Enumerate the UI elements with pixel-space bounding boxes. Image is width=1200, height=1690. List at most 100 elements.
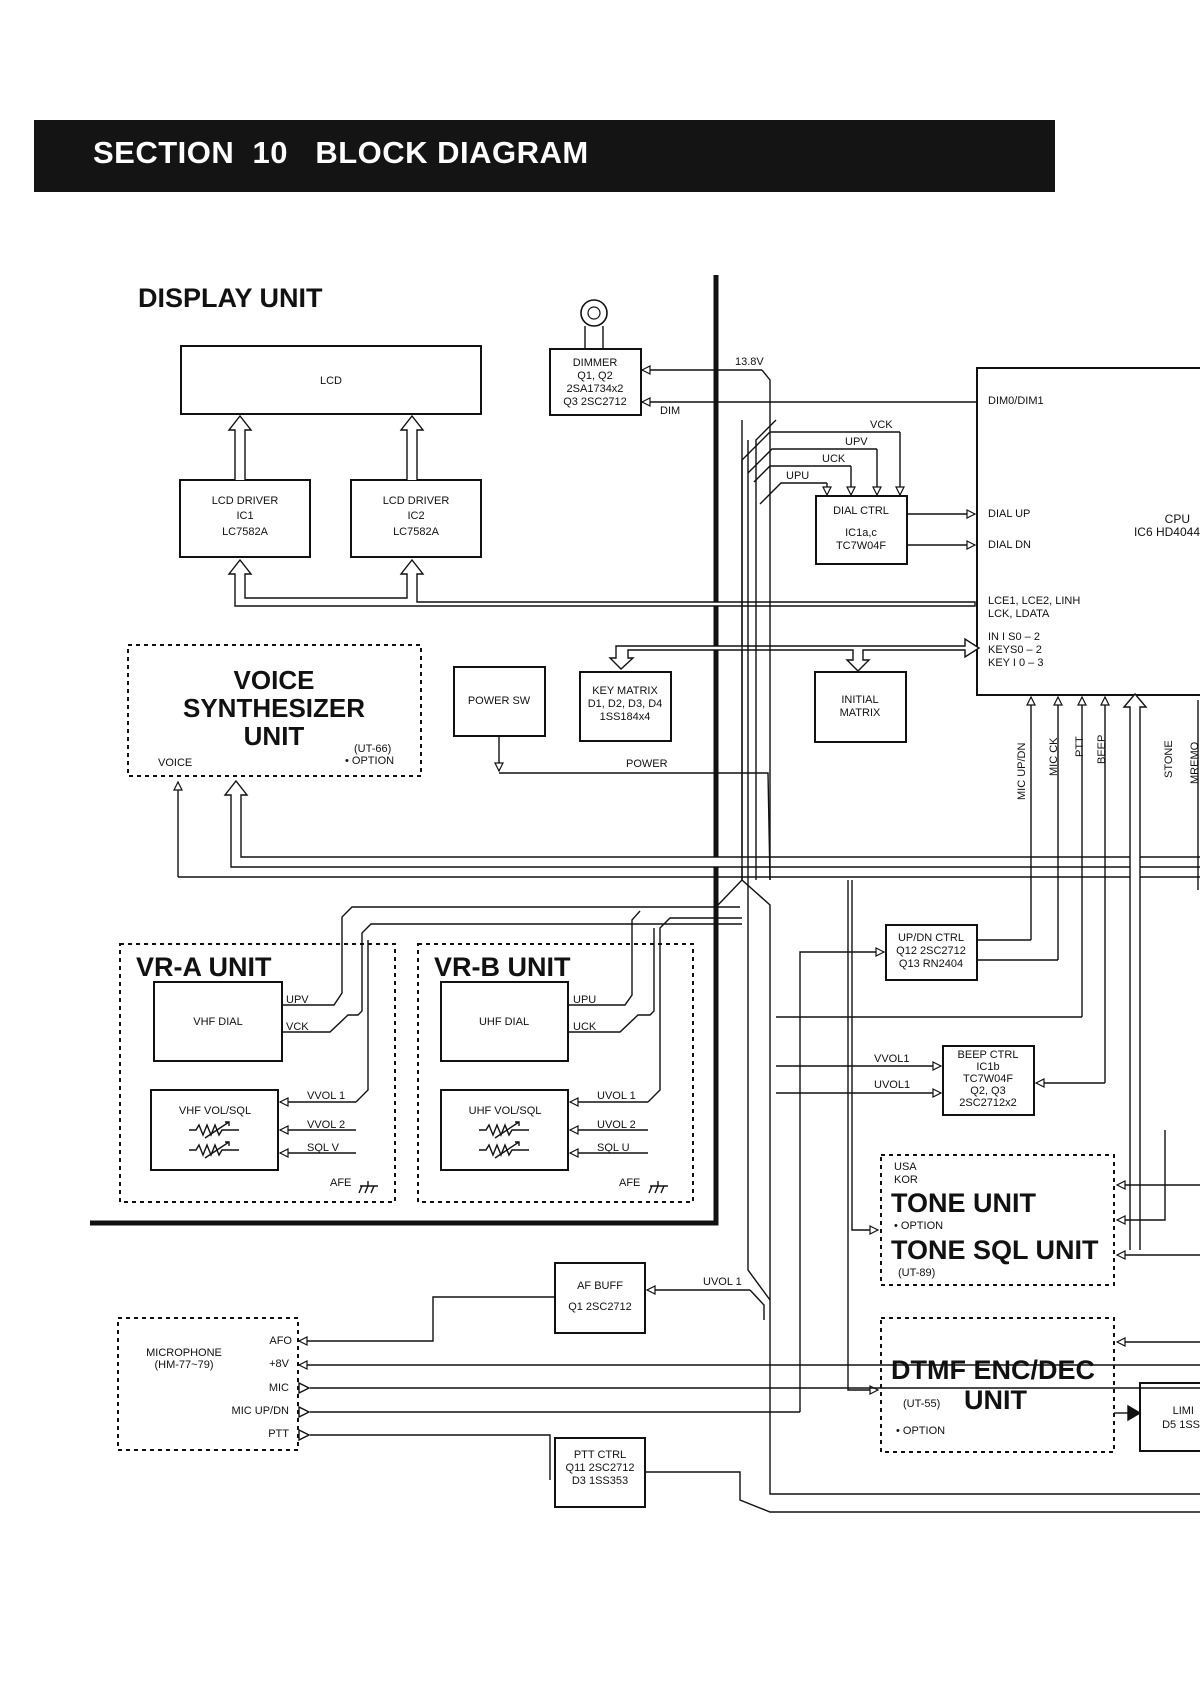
dtmf-unit-title1: DTMF ENC/DEC: [891, 1355, 1095, 1385]
vhf-vol-resistor-icon: [189, 1121, 239, 1139]
uhf-sql-resistor-icon: [479, 1141, 529, 1159]
dial-lamp-filament-icon: [587, 306, 601, 320]
afe-ground-icon-b: [648, 1181, 668, 1194]
limiter-line2: D5 1SS: [1162, 1419, 1200, 1431]
section-header-bar: [34, 120, 1055, 192]
cpu-port-ins: IN I S0 – 2: [988, 631, 1040, 643]
trunk-13v8: [761, 369, 771, 880]
microphone-frame: [117, 1317, 299, 1451]
cpu-port-keys: KEYS0 – 2: [988, 644, 1042, 656]
dial-ctrl-line2: IC1a,c: [845, 527, 877, 539]
vra-pin-afe: AFE: [330, 1177, 351, 1189]
microphone-line2: (HM-77~79): [155, 1359, 214, 1371]
display-unit-title: DISPLAY UNIT: [138, 283, 323, 313]
vr-a-title: VR-A UNIT: [136, 952, 272, 982]
vrb-pin-uvol1: UVOL 1: [597, 1090, 636, 1102]
voice-title-2: SYNTHESIZER: [183, 693, 365, 723]
dtmf-unit-frame: [880, 1317, 1115, 1453]
uhf-vol-resistor-icon: [479, 1121, 529, 1139]
lcd-label: LCD: [320, 375, 342, 387]
key-matrix-line3: 1SS184x4: [600, 711, 651, 723]
signal-uck: UCK: [822, 453, 846, 465]
signal-13v8-label: 13.8V: [735, 356, 764, 368]
mic-pin-8v: +8V: [269, 1358, 290, 1370]
bus-to-voice-unit: [223, 779, 1200, 868]
initial-matrix-line2: MATRIX: [840, 707, 881, 719]
voice-title-3: UNIT: [244, 721, 305, 751]
initial-matrix-line1: INITIAL: [841, 694, 878, 706]
cpu-port-dim: DIM0/DIM1: [988, 395, 1044, 407]
dimmer-block: [549, 348, 642, 416]
lcd-driver-2-line1: LCD DRIVER: [383, 495, 450, 507]
cpu-port-mremo: MREMO: [1189, 741, 1200, 784]
wire-ptt-ctrl-out: [645, 1471, 1200, 1513]
trunk-2: [747, 440, 771, 1301]
cpu-port-dial-up: DIAL UP: [988, 508, 1030, 520]
af-buff-line1: AF BUFF: [577, 1280, 623, 1292]
updn-ctrl-line3: Q13 RN2404: [899, 958, 963, 970]
key-matrix-block: [579, 671, 672, 742]
dial-lamp-icon: [580, 299, 608, 327]
mic-pin-mic-arrow: [298, 1381, 311, 1395]
vhf-dial-block: [153, 981, 283, 1062]
vrb-pin-uck: UCK: [573, 1021, 597, 1033]
vr-a-unit-frame: [119, 943, 396, 1203]
uhf-dial-label: UHF DIAL: [479, 1016, 529, 1028]
cpu-name-line2: IC6 HD4044: [1134, 525, 1200, 539]
bus-stone: [1122, 692, 1148, 1250]
cpu-port-stone: STONE: [1163, 740, 1175, 778]
vrb-pin-afe: AFE: [619, 1177, 640, 1189]
tone-unit-model: (UT-89): [898, 1267, 935, 1279]
vhf-volsql-label: VHF VOL/SQL: [179, 1105, 251, 1117]
dimmer-line1: DIMMER: [573, 357, 618, 369]
bus-cpu-to-drivers: [227, 558, 976, 607]
beep-ctrl-block: [942, 1045, 1035, 1116]
signal-power: POWER: [626, 758, 668, 770]
dial-ctrl-block: [815, 495, 908, 565]
vr-b-title: VR-B UNIT: [434, 952, 571, 982]
wire-mic-updn-ctrl: [799, 952, 884, 1412]
bus-arrow-driver1-lcd: [227, 414, 253, 480]
dimmer-line4: Q3 2SC2712: [563, 396, 627, 408]
vrb-pin-sqlu: SQL U: [597, 1142, 630, 1154]
ptt-ctrl-line3: D3 1SS353: [572, 1475, 628, 1487]
mic-pin-mic-updn: MIC UP/DN: [232, 1405, 290, 1417]
wire-vck-vra: [282, 923, 742, 1033]
beep-ctrl-line2: IC1b: [976, 1061, 999, 1073]
cpu-port-lce: LCE1, LCE2, LINH: [988, 595, 1080, 607]
vhf-volsql-block: [150, 1089, 279, 1171]
updn-ctrl-line2: Q12 2SC2712: [896, 945, 966, 957]
power-sw-label: POWER SW: [468, 695, 531, 707]
updn-ctrl-block: [885, 924, 978, 981]
initial-matrix-block: [814, 671, 907, 743]
dtmf-unit-option: • OPTION: [896, 1425, 945, 1437]
bus-cpu-keys: [608, 637, 981, 672]
tone-sql-unit-title: TONE SQL UNIT: [891, 1235, 1099, 1265]
vhf-sql-resistor-icon: [189, 1141, 239, 1159]
mic-pin-ptt: PTT: [268, 1428, 289, 1440]
wire-vck-h: [717, 431, 900, 906]
mic-pin-ptt-arrow: [298, 1428, 311, 1442]
wire-upv-vra: [282, 906, 740, 1006]
beep-ctrl-line3: TC7W04F: [963, 1073, 1013, 1085]
cpu-port-dial-dn: DIAL DN: [988, 539, 1031, 551]
wire-uvol-bus: [647, 917, 742, 1103]
af-buff-line2: Q1 2SC2712: [568, 1301, 632, 1313]
tone-unit-option: • OPTION: [894, 1220, 943, 1232]
microphone-line1: MICROPHONE: [146, 1347, 222, 1359]
ptt-ctrl-line2: Q11 2SC2712: [566, 1462, 635, 1474]
vra-pin-sqlv: SQL V: [307, 1142, 340, 1154]
wire-upu-vrb: [568, 910, 641, 1006]
uhf-volsql-label: UHF VOL/SQL: [469, 1105, 542, 1117]
uhf-volsql-block: [440, 1089, 569, 1171]
voice-synth-unit-frame: [127, 644, 422, 777]
key-matrix-line1: KEY MATRIX: [592, 685, 658, 697]
limiter-line1: LIMI: [1173, 1405, 1194, 1417]
section-title: SECTION 10 BLOCK DIAGRAM: [93, 135, 589, 170]
vrb-pin-upu: UPU: [573, 994, 596, 1006]
limiter-block: [1139, 1382, 1200, 1452]
wire-tone-2: [1117, 1130, 1166, 1220]
beep-ctrl-line1: BEEP CTRL: [958, 1049, 1019, 1061]
afe-ground-icon-a: [358, 1181, 378, 1194]
